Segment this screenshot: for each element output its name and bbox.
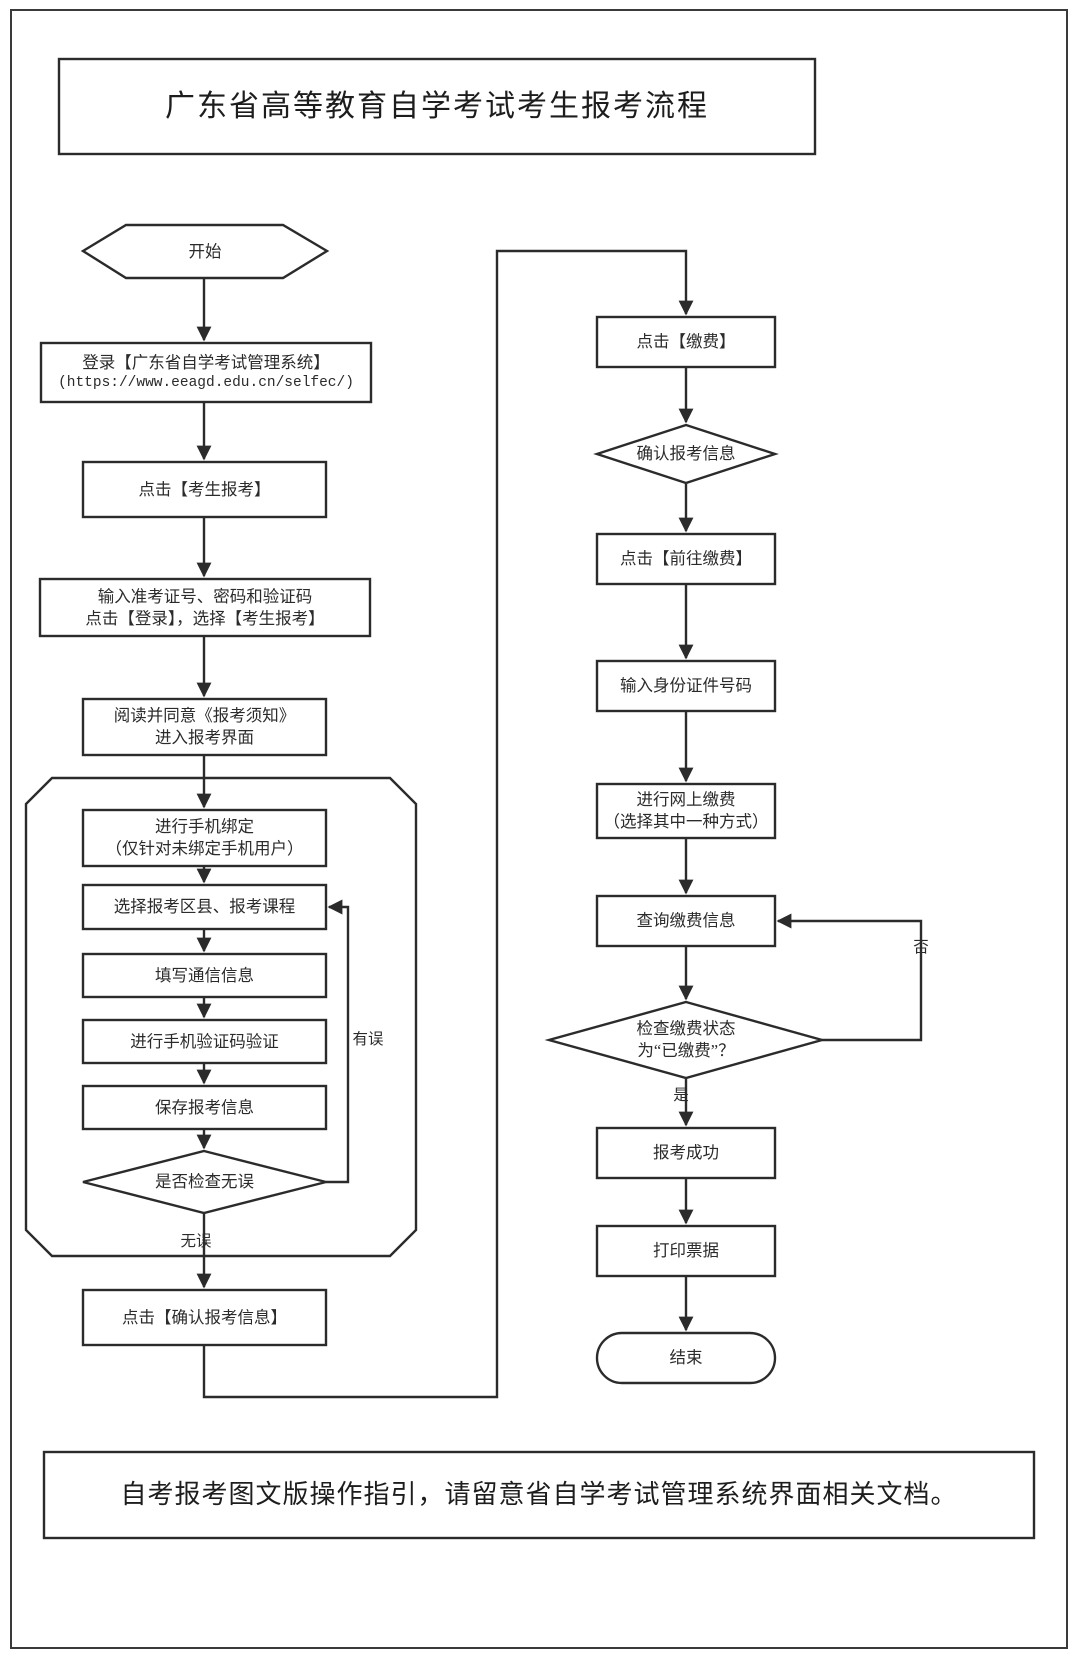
- node-enter-id-shape: [595, 659, 777, 713]
- node-apply-ok-shape: [595, 1126, 777, 1180]
- edge-checkok-selectarea-loop: [326, 899, 350, 1184]
- page-border: [10, 9, 1068, 1649]
- node-start-shape: [80, 223, 330, 280]
- node-click-apply-shape: [81, 460, 328, 519]
- node-print-shape: [595, 1224, 777, 1278]
- title-box: [57, 57, 817, 156]
- edge-checkpaid-querypay-loop: [776, 913, 923, 1042]
- node-online-pay-shape: [595, 782, 777, 840]
- node-end-shape: [595, 1331, 777, 1385]
- node-save-info-shape: [81, 1084, 328, 1131]
- node-confirm-info-shape: [81, 1288, 328, 1347]
- node-query-pay-shape: [595, 894, 777, 948]
- node-goto-pay-shape: [595, 532, 777, 586]
- node-check-paid-shape: [544, 1000, 827, 1080]
- node-bind-phone-shape: [81, 808, 328, 868]
- footer-box: [42, 1450, 1036, 1540]
- node-fill-contact-shape: [81, 952, 328, 999]
- edge-confirm-clickpay: [202, 249, 694, 1399]
- node-verify-sms-shape: [81, 1018, 328, 1065]
- node-login-shape: [39, 341, 373, 404]
- node-read-agree-shape: [81, 697, 328, 757]
- node-click-pay-shape: [595, 315, 777, 369]
- node-confirm-apply-shape: [593, 423, 779, 485]
- node-select-area-shape: [81, 883, 328, 931]
- node-enter-creds-shape: [38, 577, 372, 638]
